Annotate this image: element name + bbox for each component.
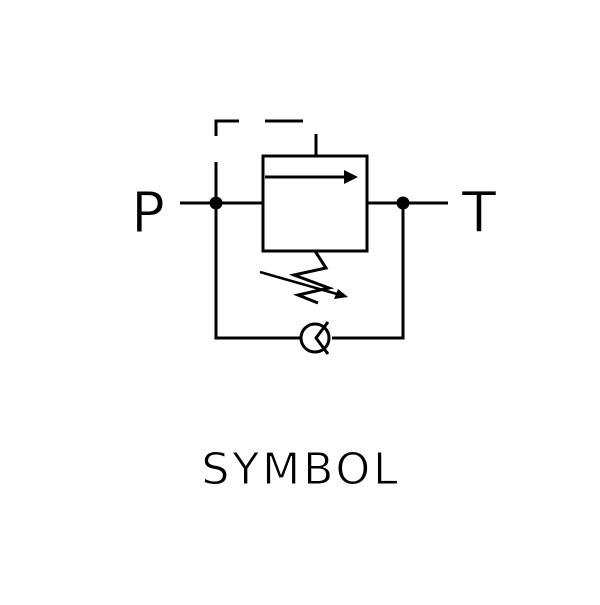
valve-body bbox=[261, 154, 369, 253]
port-label-t: T bbox=[461, 181, 497, 246]
flow-arrow-icon bbox=[265, 170, 358, 184]
check-valve-icon bbox=[299, 321, 331, 355]
pilot-dashed-line bbox=[214, 119, 318, 200]
port-label-p: P bbox=[131, 181, 165, 246]
adjustable-spring-icon bbox=[259, 250, 348, 305]
diagram-caption: SYMBOL bbox=[201, 444, 400, 495]
bypass-line bbox=[214, 203, 405, 340]
